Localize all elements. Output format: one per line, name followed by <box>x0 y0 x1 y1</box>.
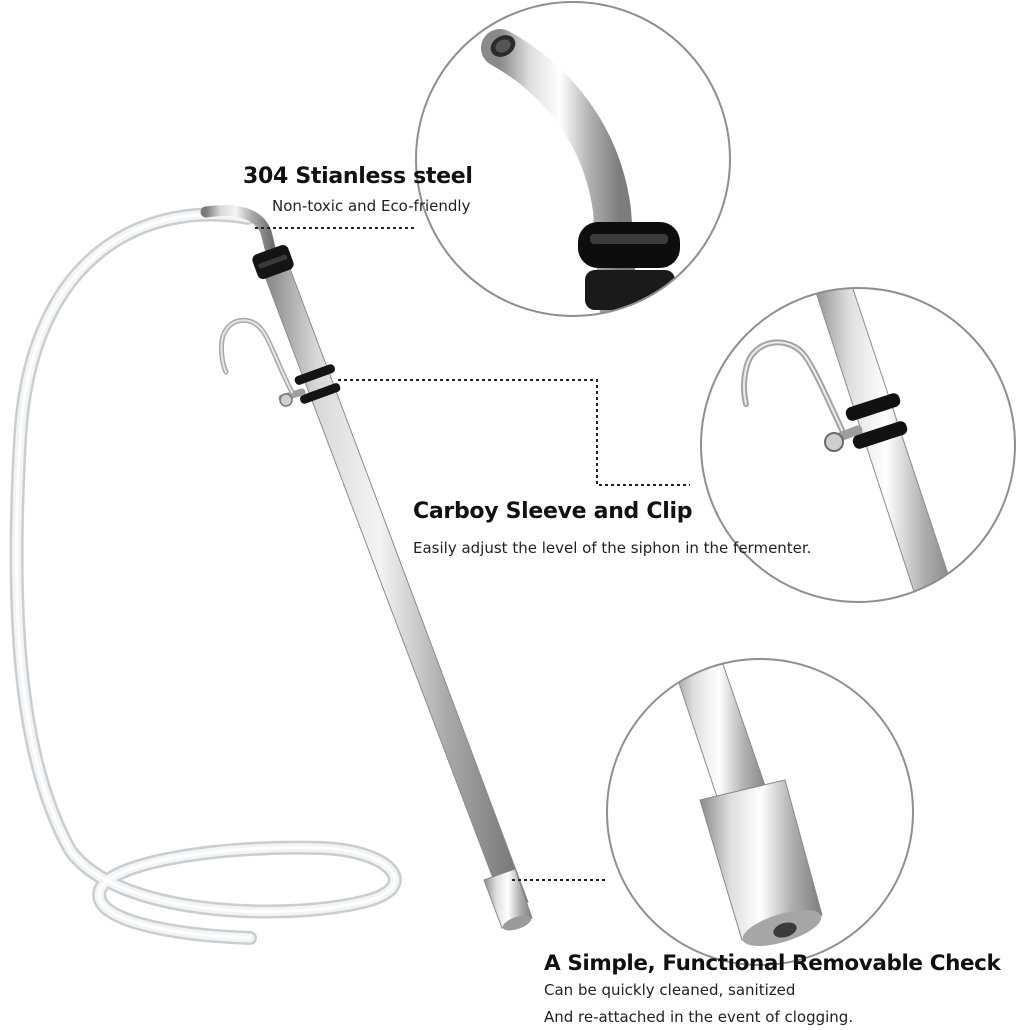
racking-cane <box>200 205 533 931</box>
callout-lines <box>255 227 690 881</box>
callout-line-sleeve <box>338 379 690 486</box>
feature-description-check-line-2: And re-attached in the event of clogging… <box>544 1008 854 1026</box>
feature-title-steel: 304 Stianless steel <box>243 164 473 189</box>
feature-description-steel: Non-toxic and Eco-friendly <box>272 197 471 215</box>
feature-description-sleeve: Easily adjust the level of the siphon in… <box>413 539 812 557</box>
feature-title-check: A Simple, Functional Removable Check <box>544 951 1001 976</box>
detail-circle-tip <box>415 1 731 317</box>
detail-circle-clip <box>700 287 1016 603</box>
feature-description-check-line-1: Can be quickly cleaned, sanitized <box>544 981 796 999</box>
feature-title-sleeve: Carboy Sleeve and Clip <box>413 499 693 524</box>
detail-circle-check <box>606 658 914 966</box>
silicone-tubing <box>9 207 402 945</box>
